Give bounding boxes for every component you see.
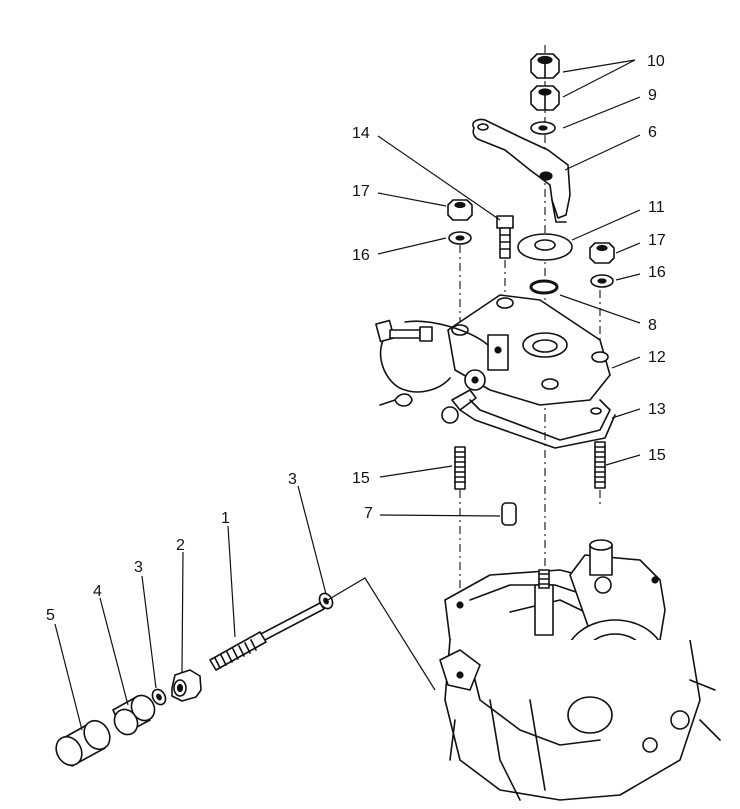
callout-11: 11 xyxy=(648,199,665,216)
leader-lines xyxy=(54,59,641,731)
linkage-assembly xyxy=(375,319,489,424)
washer-9 xyxy=(530,121,556,135)
bolt-14 xyxy=(496,215,514,259)
callout-labels: 10 9 6 14 17 11 17 16 16 8 12 13 15 15 3… xyxy=(46,53,666,624)
nut-2 xyxy=(171,669,202,702)
callout-8: 8 xyxy=(648,317,657,334)
washer-11 xyxy=(517,233,573,261)
callout-2: 2 xyxy=(176,537,185,554)
rod-axis-line xyxy=(325,577,436,691)
transmission-housing xyxy=(439,539,721,801)
stud-15-right xyxy=(594,441,606,489)
nut-17-right xyxy=(589,242,615,264)
lever-6 xyxy=(472,118,571,223)
o-ring-8 xyxy=(529,279,559,295)
callout-14: 14 xyxy=(352,125,370,142)
callout-6: 6 xyxy=(648,124,657,141)
washer-16-right xyxy=(590,274,614,288)
nut-17-left xyxy=(447,199,473,221)
callout-12: 12 xyxy=(648,349,666,366)
cap-5 xyxy=(55,719,111,767)
callout-5: 5 xyxy=(46,607,55,624)
callout-1: 1 xyxy=(221,510,230,527)
callout-10: 10 xyxy=(647,53,665,70)
threaded-rod-1 xyxy=(209,602,325,671)
washer-3-left xyxy=(151,688,167,706)
callout-9: 9 xyxy=(648,87,657,104)
spacer-4 xyxy=(112,694,156,736)
nut-10-upper xyxy=(530,53,560,79)
callout-16-left: 16 xyxy=(352,247,370,264)
callout-15-right: 15 xyxy=(648,447,666,464)
cover-plate-12 xyxy=(447,294,611,406)
stud-15-left xyxy=(454,446,466,490)
callout-3-left: 3 xyxy=(134,559,143,576)
callout-13: 13 xyxy=(648,401,666,418)
gasket-13 xyxy=(459,399,616,449)
callout-17-left: 17 xyxy=(352,183,370,200)
key-7 xyxy=(501,502,517,526)
callout-4: 4 xyxy=(93,583,102,600)
callout-15-left: 15 xyxy=(352,470,370,487)
callout-16-right: 16 xyxy=(648,264,666,281)
callout-17-right: 17 xyxy=(648,232,666,249)
callout-7: 7 xyxy=(364,505,373,522)
nut-10-lower xyxy=(530,85,560,111)
callout-3-right: 3 xyxy=(288,471,297,488)
washer-16-left xyxy=(448,231,472,245)
